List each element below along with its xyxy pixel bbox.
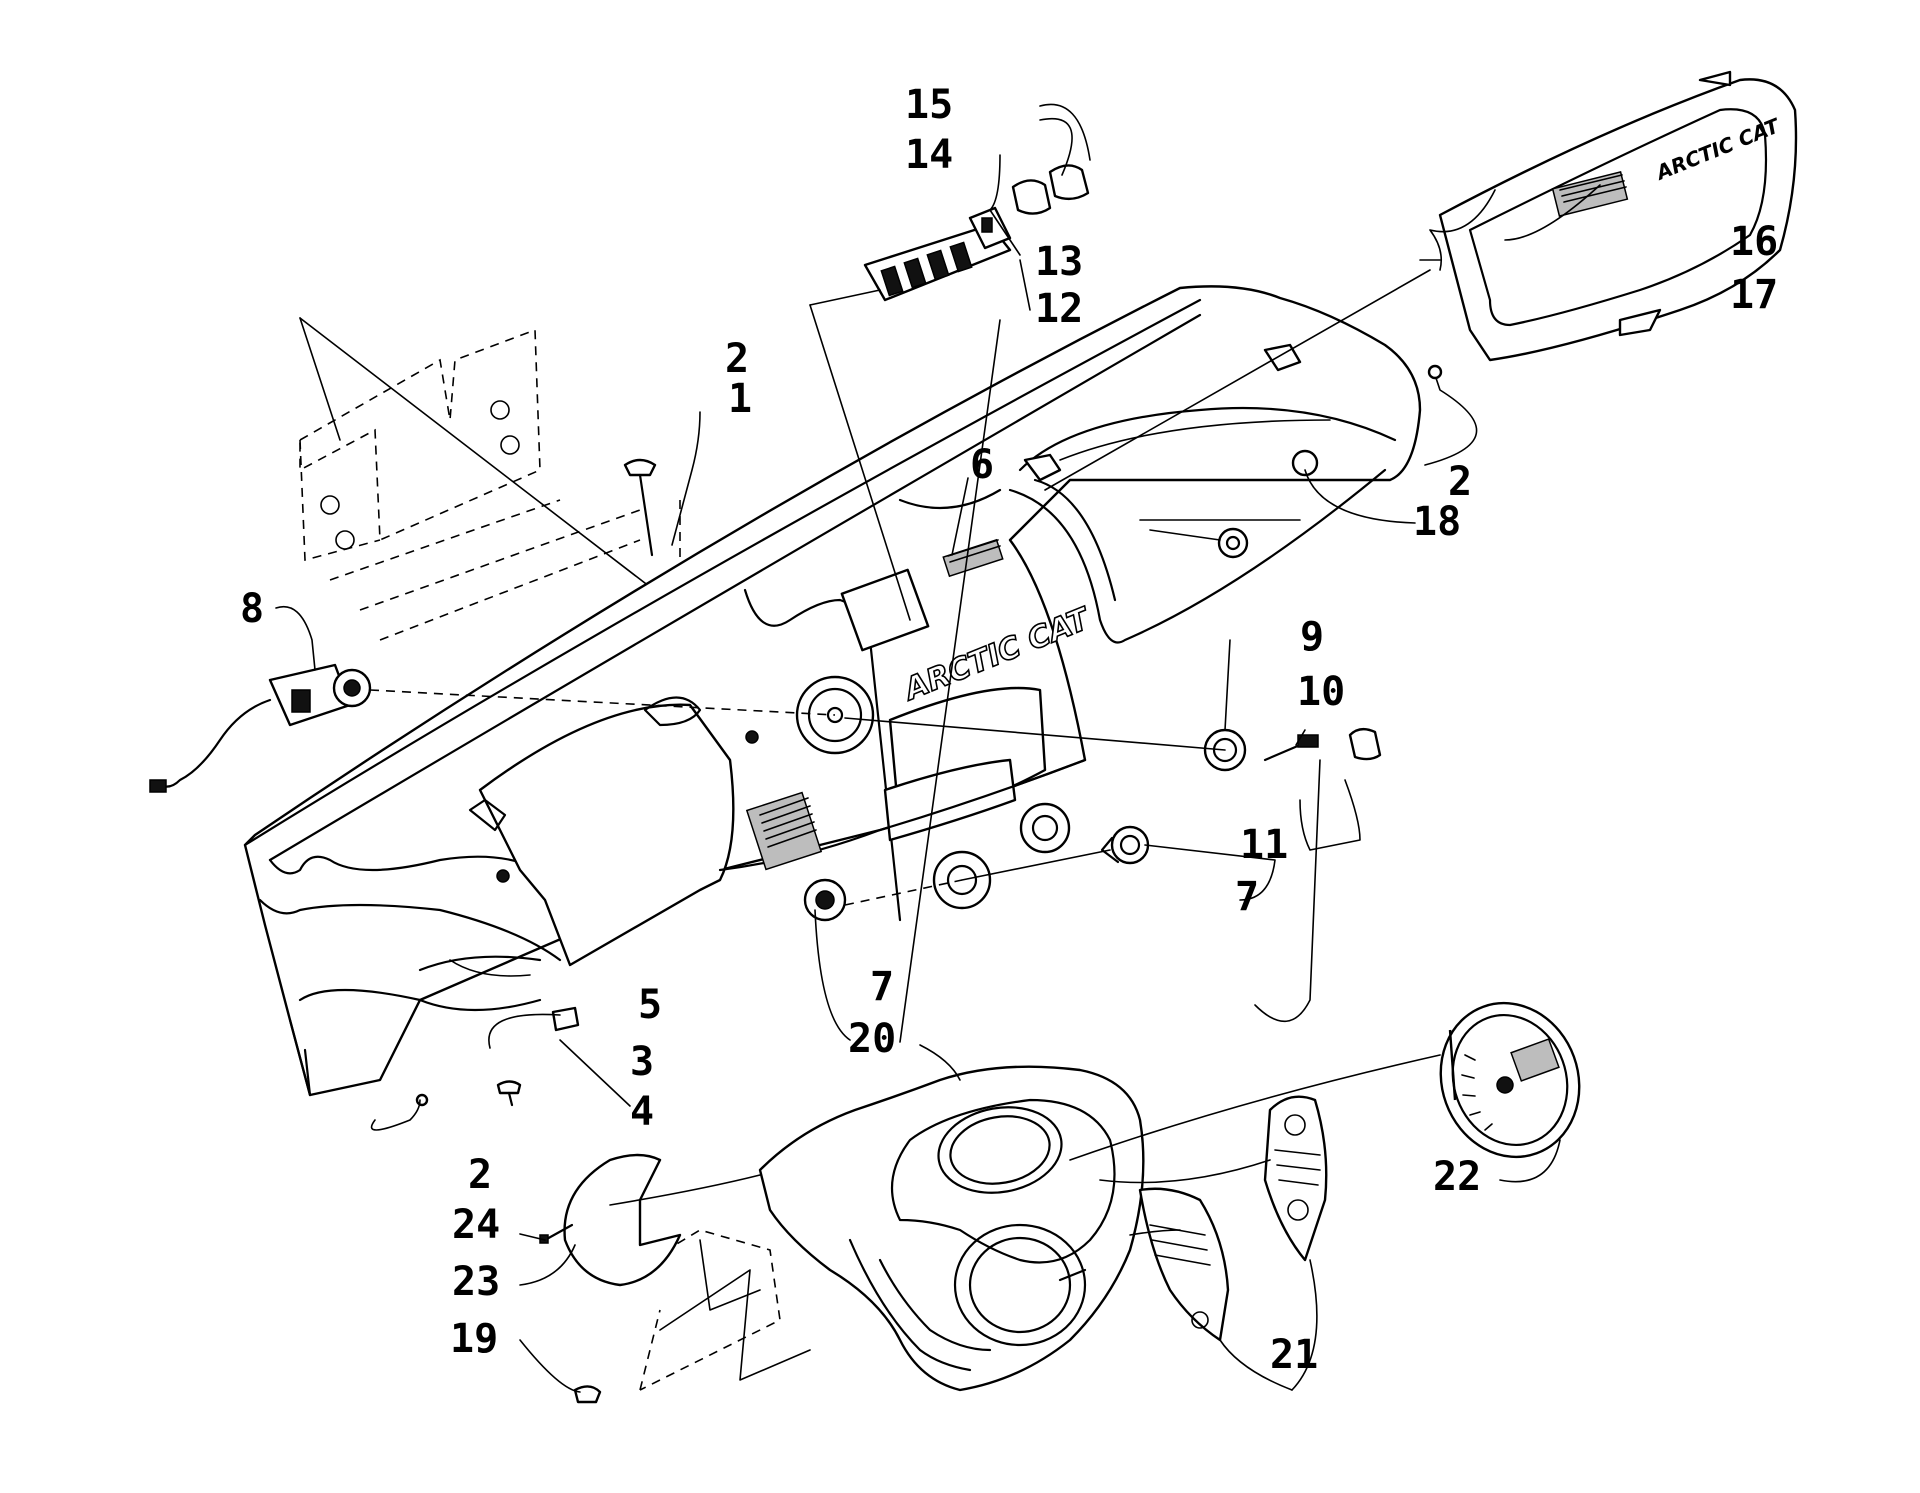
switch-assembly (809, 164, 1090, 621)
callout-20: 20 (848, 1016, 896, 1062)
callout-15: 15 (905, 82, 953, 128)
ignition-dash-line (369, 689, 836, 716)
callout-8: 8 (240, 586, 264, 632)
callout-17: 17 (1730, 272, 1778, 318)
callout-6: 6 (970, 442, 994, 488)
callout-5: 5 (638, 982, 662, 1028)
callout-4: 4 (630, 1089, 654, 1135)
socket-pointer-line (961, 849, 1111, 881)
socket-dash-line (844, 879, 963, 906)
instrument-pod (639, 1065, 1145, 1392)
ignition-switch (149, 663, 372, 793)
callout-19: 19 (450, 1316, 498, 1362)
callout-1: 1 (728, 376, 752, 422)
key-parts (1203, 727, 1382, 772)
callout-2-right: 2 (1448, 459, 1472, 505)
callout-11: 11 (1240, 822, 1288, 868)
callout-16: 16 (1730, 219, 1778, 265)
callout-22: 22 (1433, 1154, 1481, 1200)
callout-labels: 1 2 2 2 3 4 5 6 7 7 8 9 10 11 12 13 14 1… (240, 82, 1778, 1378)
callout-18: 18 (1413, 499, 1461, 545)
callout-2-bottom: 2 (468, 1152, 492, 1198)
dash-panel: ARCTIC CAT (243, 269, 1431, 1097)
gauge-bezel (539, 1153, 682, 1287)
callout-14: 14 (905, 132, 953, 178)
decals (1138, 1095, 1328, 1342)
key-pointer-line (844, 717, 1226, 751)
callout-13: 13 (1035, 239, 1083, 285)
callout-12: 12 (1035, 286, 1083, 332)
callout-2-top: 2 (725, 336, 749, 382)
callout-7-lower: 7 (870, 964, 894, 1010)
callout-10: 10 (1297, 669, 1345, 715)
callout-23: 23 (452, 1259, 500, 1305)
callout-21: 21 (1270, 1332, 1318, 1378)
callout-3: 3 (630, 1039, 654, 1085)
speedometer (1439, 1001, 1581, 1159)
callout-7-right: 7 (1235, 874, 1259, 920)
mounting-bracket-reference (299, 317, 681, 641)
callout-9: 9 (1300, 614, 1324, 660)
callout-24: 24 (452, 1202, 500, 1248)
glove-box-cover: ARCTIC CAT (1438, 70, 1798, 362)
leader-lines (275, 103, 1601, 1393)
